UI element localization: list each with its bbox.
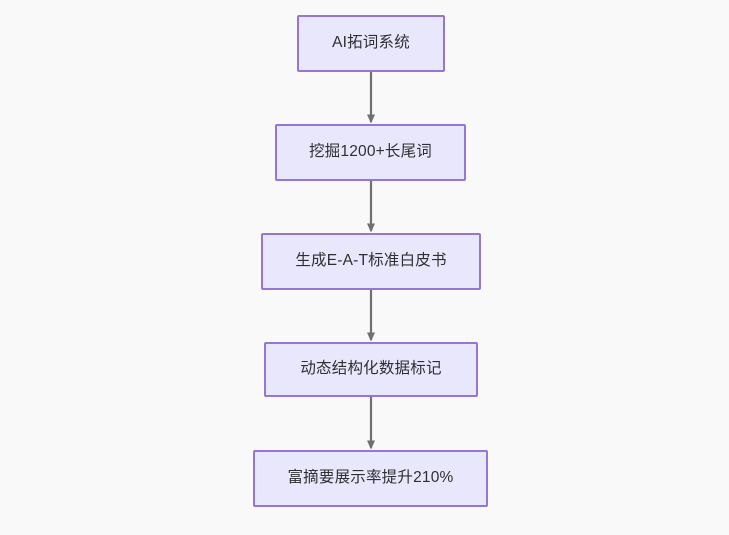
flow-node-label: 动态结构化数据标记 [300, 360, 442, 378]
flow-node-ai-keyword-system[interactable]: AI拓词系统 [297, 15, 445, 72]
flow-node-label: AI拓词系统 [332, 34, 410, 52]
flow-node-mine-longtail-keywords[interactable]: 挖掘1200+长尾词 [275, 124, 466, 181]
flow-node-label: 挖掘1200+长尾词 [308, 143, 433, 161]
flow-node-rich-snippet-impression-lift[interactable]: 富摘要展示率提升210% [253, 450, 488, 507]
flow-node-label: 富摘要展示率提升210% [287, 469, 454, 487]
flow-node-dynamic-structured-data-markup[interactable]: 动态结构化数据标记 [264, 342, 478, 397]
flow-node-label: 生成E-A-T标准白皮书 [295, 252, 447, 270]
flow-node-generate-eat-whitepaper[interactable]: 生成E-A-T标准白皮书 [261, 233, 481, 290]
